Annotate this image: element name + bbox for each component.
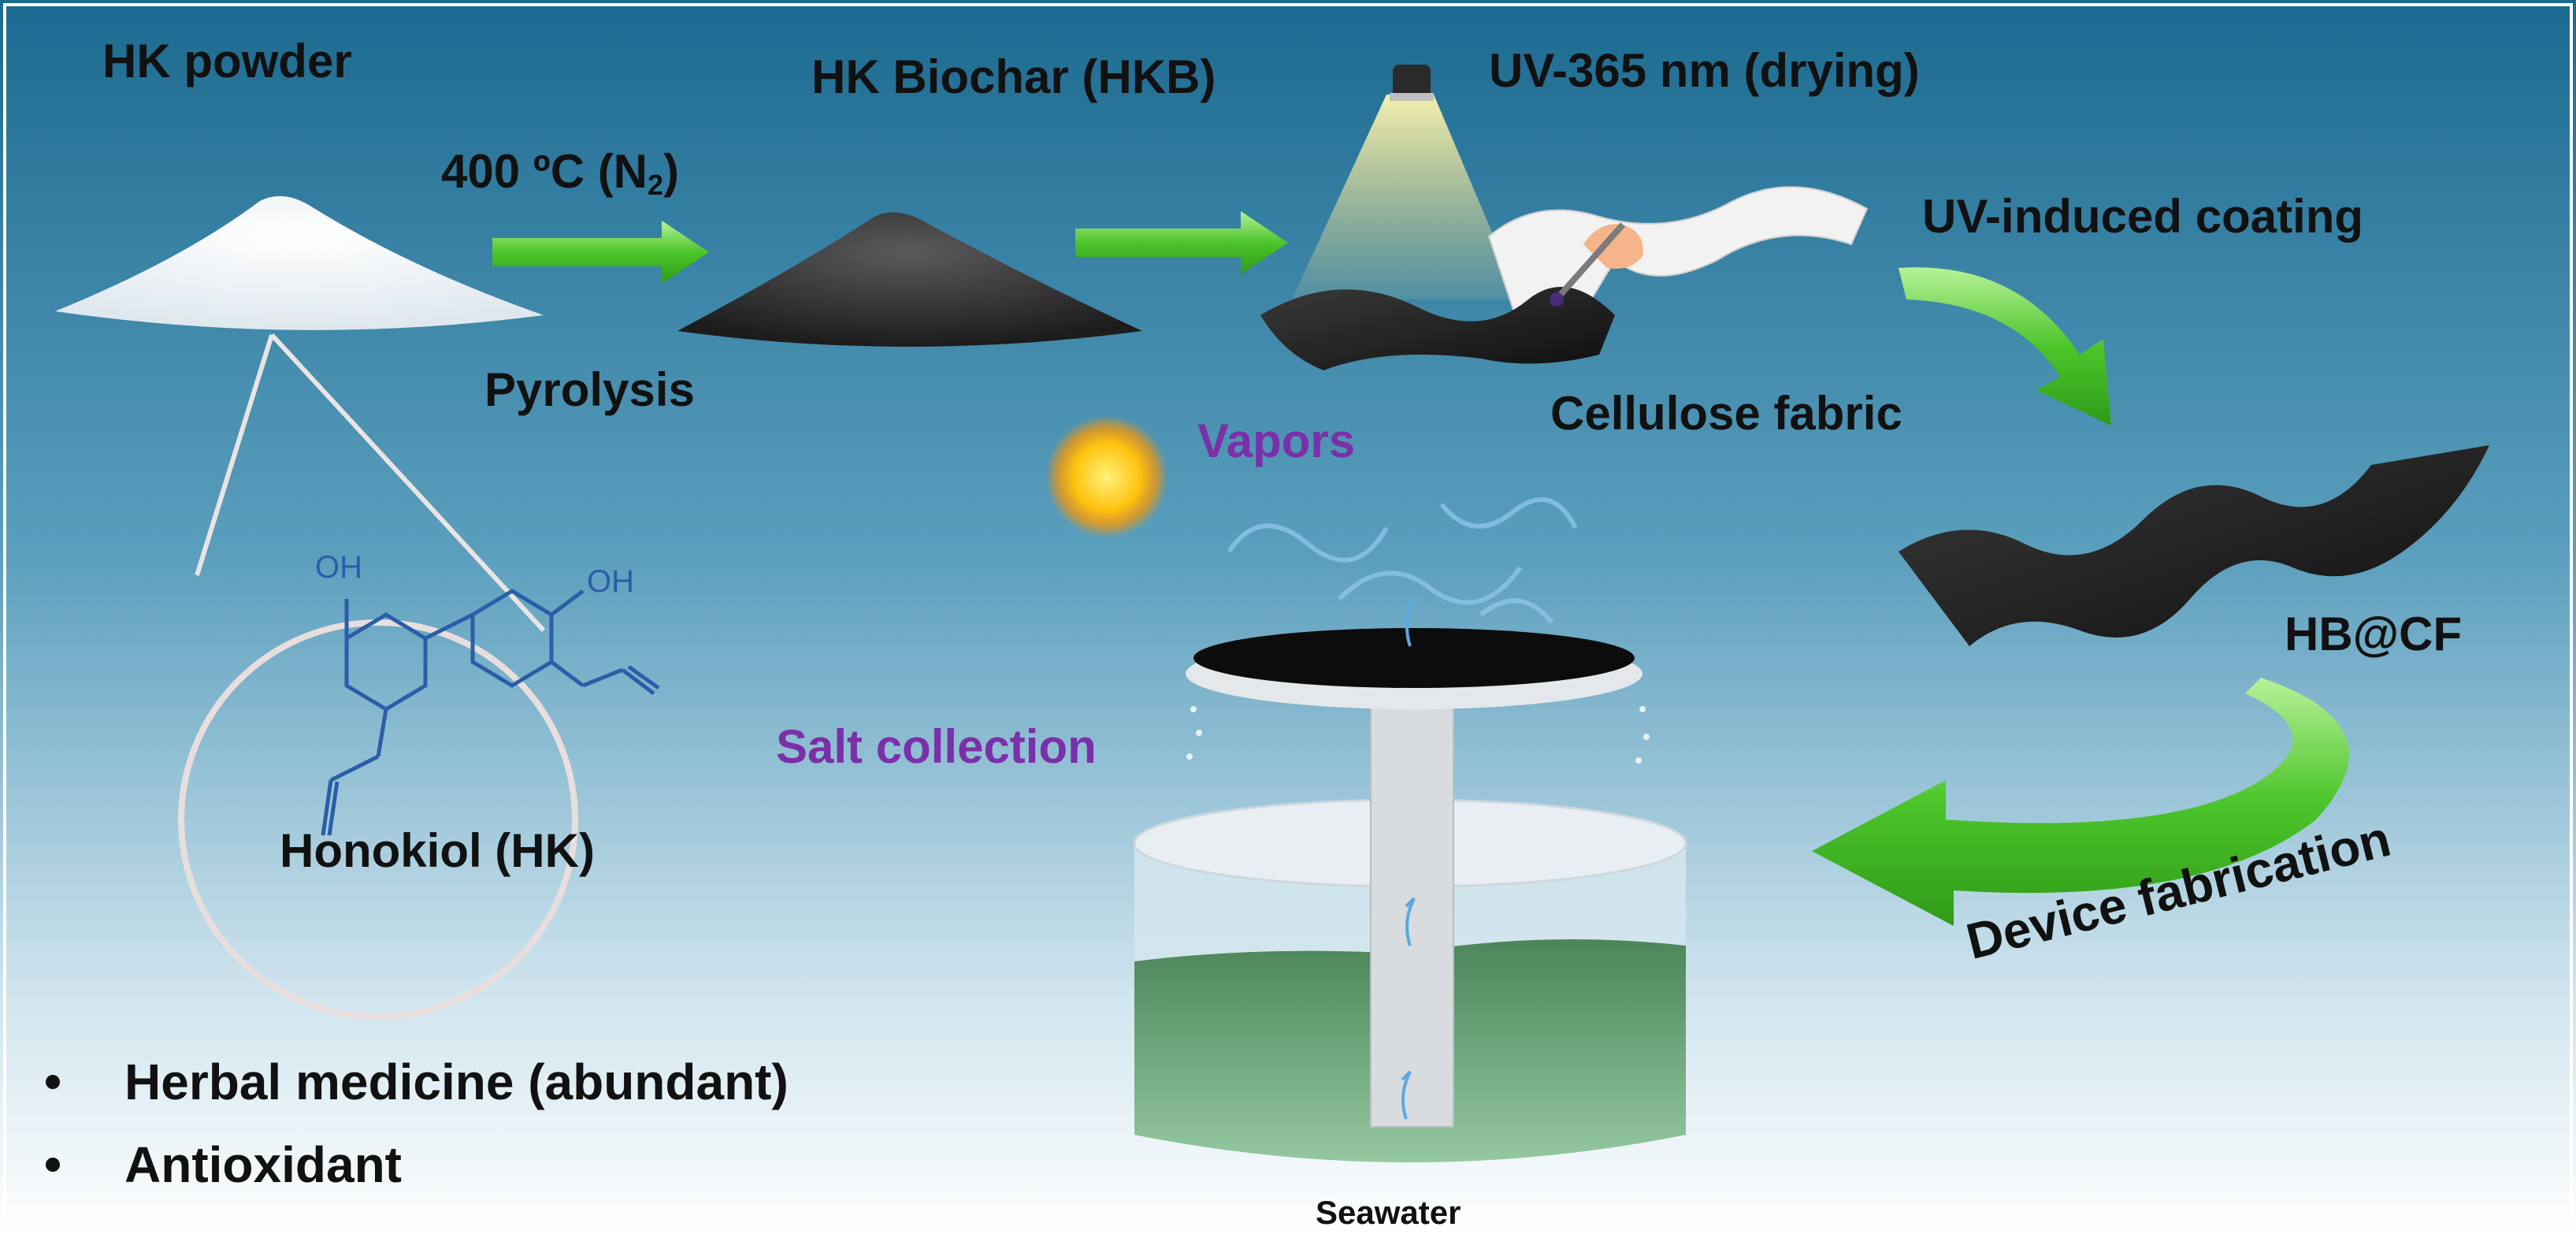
label-hk-powder: HK powder bbox=[102, 35, 352, 87]
arrow-uv-coating bbox=[1899, 267, 2111, 426]
list-item: Antioxidant bbox=[32, 1123, 789, 1206]
arrow-device-fabrication bbox=[1812, 678, 2349, 926]
magnifier bbox=[178, 333, 578, 1020]
label-hk-biochar: HK Biochar (HKB) bbox=[811, 50, 1216, 103]
evaporator-device bbox=[1133, 597, 1687, 1162]
hk-biochar-pile bbox=[677, 212, 1142, 347]
label-oh-right: OH bbox=[587, 564, 634, 599]
label-uv-lamp: UV-365 nm (drying) bbox=[1489, 44, 1920, 97]
hk-powder-pile bbox=[55, 195, 544, 330]
sun bbox=[1045, 415, 1168, 538]
cellulose-fabric bbox=[1260, 186, 1869, 370]
hbcf-fabric bbox=[1899, 445, 2489, 646]
label-cellulose-fabric: Cellulose fabric bbox=[1550, 387, 1902, 440]
label-seawater: Seawater bbox=[1316, 1194, 1461, 1231]
arrow-pyrolysis bbox=[492, 221, 709, 284]
property-list: Herbal medicine (abundant) Antioxidant bbox=[32, 1040, 789, 1206]
honokiol-molecule bbox=[321, 589, 660, 836]
label-honokiol: Honokiol (HK) bbox=[280, 824, 595, 877]
arrow-coating bbox=[1075, 211, 1288, 274]
label-vapors: Vapors bbox=[1197, 415, 1356, 467]
uv-lamp bbox=[1292, 65, 1520, 299]
bullet-dot bbox=[46, 1157, 60, 1172]
label-temperature: 400 ºC (N2) bbox=[441, 145, 680, 201]
label-pyrolysis: Pyrolysis bbox=[484, 363, 695, 416]
label-uv-coating: UV-induced coating bbox=[1922, 190, 2364, 243]
list-item: Herbal medicine (abundant) bbox=[32, 1040, 789, 1123]
label-salt-collection: Salt collection bbox=[776, 720, 1097, 773]
label-oh-left: OH bbox=[315, 550, 362, 585]
bullet-dot bbox=[46, 1074, 60, 1089]
vapor-plume bbox=[1227, 497, 1578, 624]
label-hbcf: HB@CF bbox=[2285, 608, 2463, 660]
